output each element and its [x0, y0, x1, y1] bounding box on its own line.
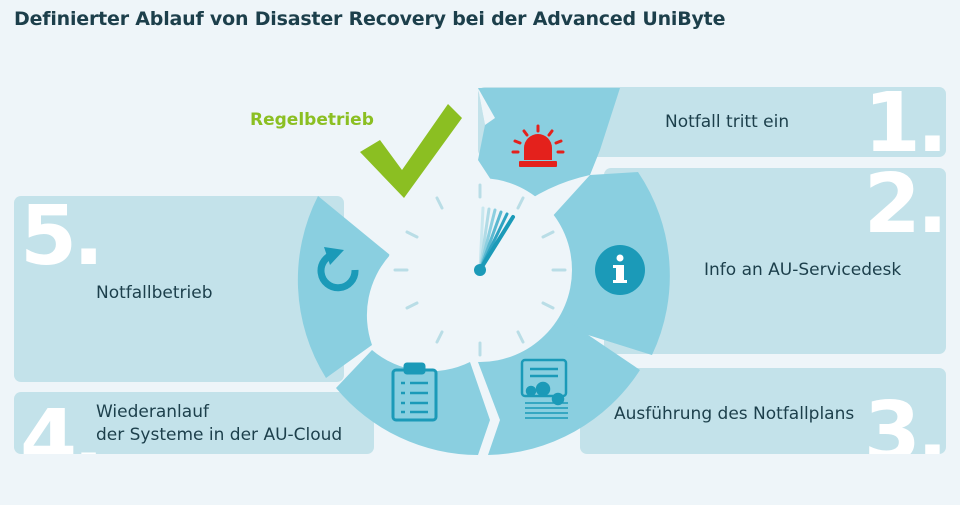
step-label-4-line2: der Systeme in der AU-Cloud	[96, 425, 343, 445]
step-number-5: 5.	[20, 196, 104, 284]
ring-segment-1-inner	[478, 88, 495, 125]
clock-face	[388, 178, 572, 362]
step-panel-5: 5.	[14, 196, 344, 382]
clipboard-checklist-icon	[391, 362, 438, 422]
step-panel-3: 3.	[580, 368, 946, 454]
checkmark-icon	[360, 104, 462, 198]
step-number-2: 2.	[863, 168, 946, 252]
step-label-4-line1: Wiederanlauf	[96, 402, 209, 422]
step-label-5: Notfallbetrieb	[96, 283, 213, 303]
clock-hands	[474, 206, 515, 276]
step-number-4: 4.	[20, 393, 104, 455]
step-label-2: Info an AU-Servicedesk	[704, 260, 902, 280]
step-label-1: Notfall tritt ein	[665, 112, 790, 132]
step-label-3: Ausführung des Notfallplans	[614, 404, 855, 424]
ring-segment-3	[478, 320, 640, 455]
code-gears-document-icon	[520, 358, 568, 419]
step-label-4: Wiederanlauf der Systeme in der AU-Cloud	[96, 401, 342, 447]
refresh-icon	[317, 247, 359, 292]
clock-ticks	[393, 183, 567, 357]
info-icon	[595, 245, 645, 295]
step-panel-4: 4.	[14, 392, 374, 454]
step-number-1: 1.	[863, 87, 946, 157]
step-number-3: 3.	[863, 385, 946, 455]
page-title: Definierter Ablauf von Disaster Recovery…	[14, 8, 726, 30]
alarm-light-icon	[511, 124, 565, 167]
status-label-regelbetrieb: Regelbetrieb	[250, 110, 374, 130]
